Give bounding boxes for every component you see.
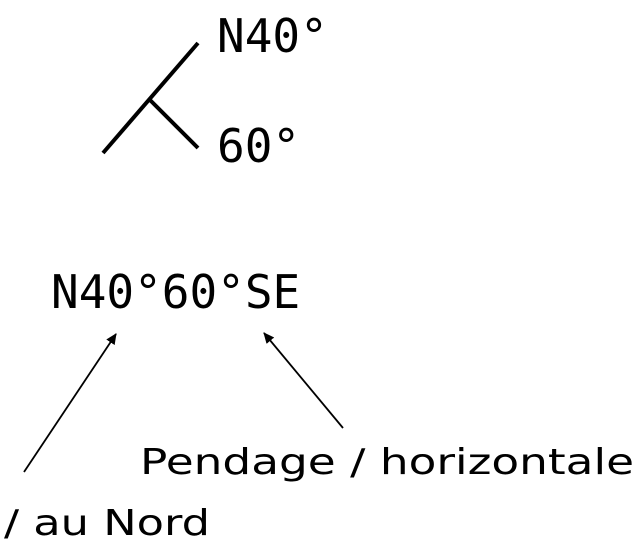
- strike-label: N40°: [217, 9, 328, 63]
- strike-dip-symbol: [101, 41, 200, 155]
- dip-arrow: [263, 332, 344, 429]
- dip-label: 60°: [217, 119, 300, 173]
- strike-caption: / au Nord: [4, 503, 210, 541]
- strike-dip-notation: N40°60°SE: [51, 265, 300, 319]
- strike-arrow: [23, 333, 117, 473]
- strike-line: [101, 41, 200, 155]
- dip-tick: [148, 98, 200, 150]
- dip-caption: Pendage / horizontale: [140, 442, 634, 483]
